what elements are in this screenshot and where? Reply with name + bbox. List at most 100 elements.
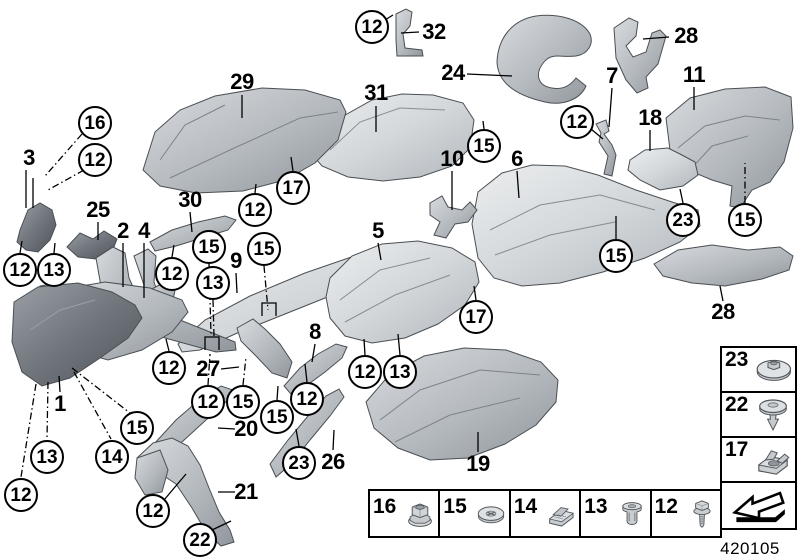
legend-number: 14 bbox=[513, 495, 538, 518]
part-callout-21[interactable]: 21 bbox=[234, 479, 258, 504]
part-callout-32[interactable]: 32 bbox=[422, 19, 446, 44]
expansion-rivet-icon bbox=[615, 497, 649, 531]
part-callout-19[interactable]: 19 bbox=[466, 451, 490, 476]
washer-nut-icon bbox=[753, 350, 793, 390]
part-30-shape bbox=[149, 215, 237, 252]
fastener-callout-12[interactable]: 12 bbox=[3, 253, 37, 287]
fastener-callout-17[interactable]: 17 bbox=[276, 171, 310, 205]
fastener-legend-bottom: 16 15 14 13 12 bbox=[368, 489, 723, 538]
fastener-callout-15[interactable]: 15 bbox=[120, 411, 154, 445]
fastener-callout-12[interactable]: 12 bbox=[560, 105, 594, 139]
fastener-callout-12[interactable]: 12 bbox=[238, 193, 272, 227]
fastener-callout-23[interactable]: 23 bbox=[282, 446, 316, 480]
fastener-callout-13[interactable]: 13 bbox=[37, 253, 71, 287]
fastener-callout-15[interactable]: 15 bbox=[247, 232, 281, 266]
fastener-callout-12[interactable]: 12 bbox=[136, 494, 170, 528]
part-7-shape bbox=[595, 119, 617, 177]
fastener-callout-13[interactable]: 13 bbox=[30, 440, 64, 474]
legend-number: 23 bbox=[725, 348, 749, 371]
part-callout-24[interactable]: 24 bbox=[441, 60, 465, 85]
plate-nut-icon bbox=[474, 497, 508, 531]
hex-screw-icon bbox=[685, 497, 719, 531]
part-callout-31[interactable]: 31 bbox=[364, 80, 388, 105]
fastener-legend-right: 23 22 17 bbox=[720, 346, 797, 530]
flanged-nut-icon bbox=[403, 497, 437, 531]
fastener-callout-12[interactable]: 12 bbox=[348, 355, 382, 389]
diagram-number: 420105 bbox=[720, 539, 780, 558]
fastener-callout-13[interactable]: 13 bbox=[196, 266, 230, 300]
fastener-callout-12[interactable]: 12 bbox=[155, 257, 189, 291]
fastener-callout-22[interactable]: 22 bbox=[183, 523, 217, 557]
direction-arrow-icon bbox=[727, 485, 791, 527]
fastener-callout-15[interactable]: 15 bbox=[599, 239, 633, 273]
part-callout-10[interactable]: 10 bbox=[440, 146, 464, 171]
part-callout-5[interactable]: 5 bbox=[372, 218, 384, 243]
part-11-shape bbox=[665, 86, 794, 209]
leader-lines-dashed bbox=[20, 133, 746, 478]
fastener-callout-12[interactable]: 12 bbox=[355, 10, 389, 44]
part-callout-9[interactable]: 9 bbox=[230, 248, 242, 273]
legend-item-13[interactable]: 13 bbox=[579, 489, 652, 538]
fastener-callout-16[interactable]: 16 bbox=[78, 106, 112, 140]
rivet-washer-icon bbox=[753, 395, 793, 435]
fastener-callout-15[interactable]: 15 bbox=[192, 230, 226, 264]
leader-lines bbox=[19, 14, 724, 531]
legend-item-23[interactable]: 23 bbox=[720, 346, 797, 393]
fastener-callout-12[interactable]: 12 bbox=[78, 143, 112, 177]
part-callout-30[interactable]: 30 bbox=[178, 187, 202, 212]
fastener-callout-15[interactable]: 15 bbox=[728, 203, 762, 237]
part-callout-3[interactable]: 3 bbox=[23, 145, 35, 170]
part-callout-25[interactable]: 25 bbox=[86, 197, 110, 222]
legend-item-12[interactable]: 12 bbox=[649, 489, 723, 538]
legend-item-17[interactable]: 17 bbox=[720, 436, 797, 483]
fastener-callout-23[interactable]: 23 bbox=[666, 203, 700, 237]
part-callout-26[interactable]: 26 bbox=[321, 449, 345, 474]
fastener-callout-15[interactable]: 15 bbox=[467, 129, 501, 163]
fastener-callout-15[interactable]: 15 bbox=[260, 400, 294, 434]
part-callout-18[interactable]: 18 bbox=[638, 105, 662, 130]
legend-number: 15 bbox=[443, 495, 467, 518]
fastener-callout-12[interactable]: 12 bbox=[191, 385, 225, 419]
part-callout-28[interactable]: 28 bbox=[674, 23, 698, 48]
part-24-shape bbox=[496, 14, 592, 104]
fastener-callout-14[interactable]: 14 bbox=[95, 440, 129, 474]
fastener-callout-13[interactable]: 13 bbox=[383, 355, 417, 389]
fastener-callout-12[interactable]: 12 bbox=[290, 382, 324, 416]
part-callout-6[interactable]: 6 bbox=[511, 146, 523, 171]
part-callout-1[interactable]: 1 bbox=[54, 391, 66, 416]
clamp-clip-icon bbox=[544, 497, 578, 531]
legend-number: 16 bbox=[373, 495, 397, 518]
part-18-shape bbox=[627, 147, 699, 191]
part-32-shape bbox=[395, 8, 424, 57]
legend-item-15[interactable]: 15 bbox=[438, 489, 511, 538]
part-10-shape bbox=[429, 195, 478, 239]
cage-nut-icon bbox=[753, 440, 793, 480]
legend-number: 22 bbox=[725, 393, 749, 416]
fastener-callout-12[interactable]: 12 bbox=[4, 478, 38, 512]
part-27-shape bbox=[236, 318, 293, 379]
part-callout-11[interactable]: 11 bbox=[682, 62, 706, 87]
legend-item-14[interactable]: 14 bbox=[508, 489, 582, 538]
fastener-callout-17[interactable]: 17 bbox=[459, 300, 493, 334]
direction-of-travel-box bbox=[720, 481, 797, 530]
part-1-shape bbox=[11, 282, 143, 387]
part-callout-28[interactable]: 28 bbox=[711, 299, 735, 324]
legend-number: 17 bbox=[725, 438, 749, 461]
legend-number: 12 bbox=[654, 495, 678, 518]
part-28-upper-shape bbox=[613, 17, 667, 94]
part-callout-2[interactable]: 2 bbox=[117, 218, 129, 243]
part-21b-shape bbox=[134, 449, 169, 496]
fastener-callout-12[interactable]: 12 bbox=[152, 351, 186, 385]
part-callout-27[interactable]: 27 bbox=[196, 356, 220, 381]
legend-item-22[interactable]: 22 bbox=[720, 391, 797, 438]
legend-number: 13 bbox=[584, 495, 608, 518]
part-callout-7[interactable]: 7 bbox=[606, 63, 618, 88]
part-callout-4[interactable]: 4 bbox=[138, 218, 150, 243]
part-callout-20[interactable]: 20 bbox=[234, 416, 258, 441]
fastener-callout-15[interactable]: 15 bbox=[226, 385, 260, 419]
part-callout-29[interactable]: 29 bbox=[230, 69, 254, 94]
legend-item-16[interactable]: 16 bbox=[368, 489, 441, 538]
part-callout-8[interactable]: 8 bbox=[309, 319, 321, 344]
